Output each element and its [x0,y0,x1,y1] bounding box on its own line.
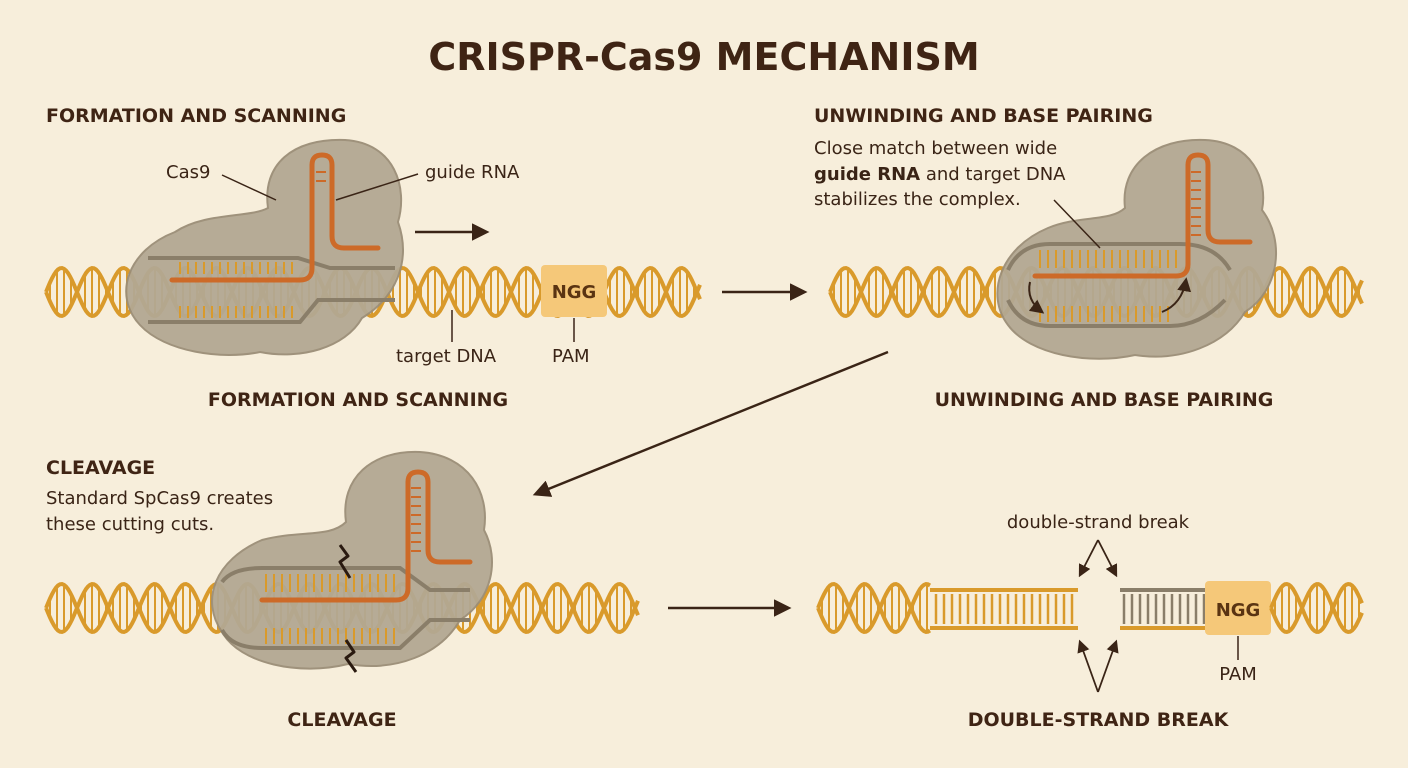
panel-double-strand-break: NGG PAM double-strand break DOUBLE-STRAN… [816,512,1364,731]
dsb-caption: DOUBLE-STRAND BREAK [968,709,1230,731]
panel-cleavage: CLEAVAGE Standard SpCas9 creates these c… [44,450,640,731]
rung-set [1191,171,1201,236]
unwinding-desc-bold: guide RNA [814,164,920,185]
page-title: CRISPR-Cas9 MECHANISM [428,35,979,79]
dna-backbone [1269,581,1364,634]
guide-rna-2 [1032,152,1253,279]
panel-unwinding: UNWINDING AND BASE PAIRING Close match b… [814,105,1364,411]
rung-set [179,262,293,318]
cas9-label: Cas9 [166,162,210,183]
unwinding-desc-line2: guide RNA and target DNA [814,164,1066,185]
unwinding-desc-line3: stabilizes the complex. [814,189,1021,210]
step-arrow-2 [532,350,889,497]
pam-box-2 [1205,581,1271,635]
cut-mark-top [338,544,352,579]
unwinding-caption: UNWINDING AND BASE PAIRING [935,389,1274,411]
dna-backbone [816,581,932,635]
guide-rna-label: guide RNA [425,162,520,183]
rung-set [265,574,395,644]
rung-set [934,594,1074,624]
pam-label-2: PAM [1219,664,1257,685]
rung-set [316,171,326,182]
panel-formation: FORMATION AND SCANNING NGG Cas9 guide RN… [44,105,702,411]
dsb-label: double-strand break [1007,512,1190,533]
cleavage-desc-line2: these cutting cuts. [46,514,214,535]
pam-label: PAM [552,346,590,367]
unwinding-desc-rest: and target DNA [920,164,1066,185]
unwinding-heading: UNWINDING AND BASE PAIRING [814,105,1153,127]
dna-backbone [1269,582,1364,635]
target-dna-label: target DNA [396,346,497,367]
guide-rna [169,152,381,283]
cut-mark-bottom [344,639,358,673]
formation-heading: FORMATION AND SCANNING [46,105,346,127]
pam-sequence: NGG [552,282,597,303]
rung-set [1122,594,1206,624]
cleavage-desc-line1: Standard SpCas9 creates [46,488,273,509]
unwinding-desc-line1: Close match between wide [814,138,1057,159]
pam-box [541,265,607,317]
guide-rna-3 [259,469,473,603]
dna-helix-4 [816,581,932,635]
formation-caption: FORMATION AND SCANNING [208,389,508,411]
pam-sequence-2: NGG [1216,600,1261,621]
dna-helix-4-right [1269,581,1364,635]
cleavage-heading: CLEAVAGE [46,457,155,479]
cleavage-caption: CLEAVAGE [287,709,396,731]
